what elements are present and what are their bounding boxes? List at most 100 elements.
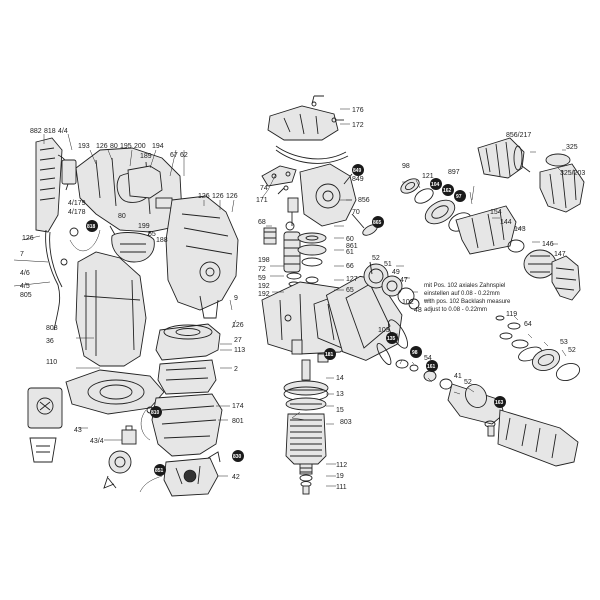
label-66: 66 xyxy=(346,263,354,270)
label-7: 7 xyxy=(20,251,24,258)
label-126f: 126 xyxy=(232,322,244,329)
label-98: 98 xyxy=(402,163,410,170)
label-61: 61 xyxy=(346,249,354,256)
label-14: 14 xyxy=(336,375,344,382)
label-801: 801 xyxy=(232,418,244,425)
badge-865: 865 xyxy=(372,216,384,228)
label-65: 65 xyxy=(346,287,354,294)
label-62: 62 xyxy=(180,152,188,159)
label-4-4: 4/4 xyxy=(58,128,68,135)
label-52b: 52 xyxy=(568,347,576,354)
label-53: 53 xyxy=(560,339,568,346)
label-808: 808 xyxy=(46,325,58,332)
chuck-sleeve xyxy=(539,153,585,213)
label-174: 174 xyxy=(232,403,244,410)
label-325-203: 325/203 xyxy=(560,170,585,177)
note-line-1: mit Pos. 102 axiales Zahnspiel xyxy=(424,283,505,289)
label-4-178: 4/178 xyxy=(68,209,86,216)
ring-stack xyxy=(495,315,581,382)
label-2: 2 xyxy=(234,366,238,373)
accessory-box xyxy=(27,387,63,463)
label-325: 325 xyxy=(566,144,578,151)
svg-text:830: 830 xyxy=(233,454,242,460)
svg-text:865: 865 xyxy=(373,220,382,226)
piston-gears xyxy=(363,261,420,310)
label-143: 143 xyxy=(514,226,526,233)
note-line-2: einstellen auf 0.08 - 0.22mm xyxy=(424,291,500,297)
label-192: 192 xyxy=(258,283,270,290)
label-188: 188 xyxy=(156,237,168,244)
label-189: 189 xyxy=(140,153,152,160)
label-4-179: 4/179 xyxy=(68,200,86,207)
badge-104: 104 xyxy=(430,178,442,190)
badge-163: 163 xyxy=(494,396,506,408)
label-126c: 126 xyxy=(212,193,224,200)
badge-135: 135 xyxy=(386,332,398,344)
label-52c: 52 xyxy=(464,379,472,386)
leader-lines xyxy=(13,108,567,487)
motor-housing-lower xyxy=(75,251,147,367)
badge-830: 830 xyxy=(232,450,244,462)
label-80b: 80 xyxy=(118,213,126,220)
label-103: 103 xyxy=(378,327,390,334)
label-856: 856 xyxy=(358,197,370,204)
base-plate xyxy=(65,369,165,445)
svg-text:161: 161 xyxy=(427,364,436,370)
label-52a: 52 xyxy=(372,255,380,262)
armature xyxy=(283,359,329,495)
kit-badges: 849 865 818 810 830 851 181 104 162 97 1… xyxy=(86,164,506,476)
brush-holder xyxy=(139,451,221,497)
switch-linkage xyxy=(261,145,349,195)
label-199: 199 xyxy=(138,223,150,230)
label-67: 67 xyxy=(170,152,178,159)
gear-cage xyxy=(299,163,378,236)
intermediate-shaft xyxy=(263,197,327,301)
label-43: 43 xyxy=(74,427,82,434)
svg-text:181: 181 xyxy=(325,352,334,358)
note-line-4: adjust to 0.08 - 0.22mm xyxy=(424,307,487,313)
switch-module xyxy=(103,450,132,489)
badge-97: 97 xyxy=(454,190,466,202)
label-172: 172 xyxy=(352,122,364,129)
label-126d: 126 xyxy=(226,193,238,200)
label-13: 13 xyxy=(336,391,344,398)
label-154: 154 xyxy=(490,209,502,216)
label-64: 64 xyxy=(524,321,532,328)
label-882: 882 xyxy=(30,128,42,135)
svg-text:104: 104 xyxy=(431,182,440,188)
label-147: 147 xyxy=(554,251,566,258)
label-818: 818 xyxy=(44,128,56,135)
label-42: 42 xyxy=(232,474,240,481)
label-112: 112 xyxy=(336,462,347,469)
label-55: 55 xyxy=(148,231,156,238)
label-805: 805 xyxy=(20,292,32,299)
label-49: 49 xyxy=(392,269,400,276)
label-80: 80 xyxy=(110,143,118,150)
badge-851: 851 xyxy=(154,464,166,476)
label-193: 193 xyxy=(78,143,90,150)
label-4-5: 4/5 xyxy=(20,283,30,290)
label-41: 41 xyxy=(454,373,462,380)
badge-849: 849 xyxy=(352,164,364,176)
label-121: 121 xyxy=(422,173,434,180)
badge-818: 818 xyxy=(86,220,98,232)
svg-text:851: 851 xyxy=(155,468,164,474)
label-171: 171 xyxy=(256,197,268,204)
part-labels: 882 818 4/4 193 126 80 195 200 194 67 62… xyxy=(20,107,585,491)
label-200: 200 xyxy=(134,143,146,150)
label-113: 113 xyxy=(234,347,245,354)
badge-810: 810 xyxy=(150,406,162,418)
label-126b: 126 xyxy=(198,193,210,200)
label-47: 47 xyxy=(400,277,408,284)
label-59: 59 xyxy=(258,275,266,282)
gear-housing-right xyxy=(165,195,239,319)
svg-text:98: 98 xyxy=(412,350,418,356)
label-36: 36 xyxy=(46,338,54,345)
label-146: 146 xyxy=(542,241,554,248)
label-856-217: 856/217 xyxy=(506,132,531,139)
label-48: 48 xyxy=(414,307,422,314)
label-803: 803 xyxy=(340,419,352,426)
label-110: 110 xyxy=(46,359,57,366)
label-126e: 126 xyxy=(22,235,34,242)
